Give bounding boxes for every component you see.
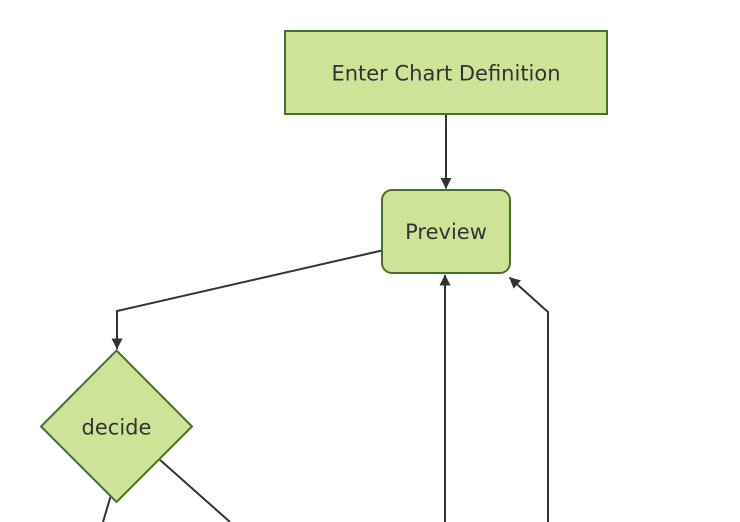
edge-decide-to-offscreen-left bbox=[102, 494, 112, 522]
node-enter-chart-definition: Enter Chart Definition bbox=[284, 30, 608, 115]
edge-layer bbox=[102, 114, 549, 522]
node-preview: Preview bbox=[381, 189, 511, 274]
preview-label: Preview bbox=[405, 220, 487, 244]
decide-shape bbox=[39, 349, 194, 504]
edge-preview-to-decide bbox=[111, 249, 383, 350]
preview-shape bbox=[381, 189, 511, 274]
node-decide: decide bbox=[39, 349, 194, 504]
enter-chart-definition-shape bbox=[284, 30, 608, 115]
edge-decide-to-offscreen-right bbox=[158, 458, 231, 522]
decide-label: decide bbox=[82, 416, 152, 440]
enter-chart-definition-label: Enter Chart Definition bbox=[331, 62, 560, 86]
edge-offscreen-to-preview-corner bbox=[508, 276, 549, 522]
